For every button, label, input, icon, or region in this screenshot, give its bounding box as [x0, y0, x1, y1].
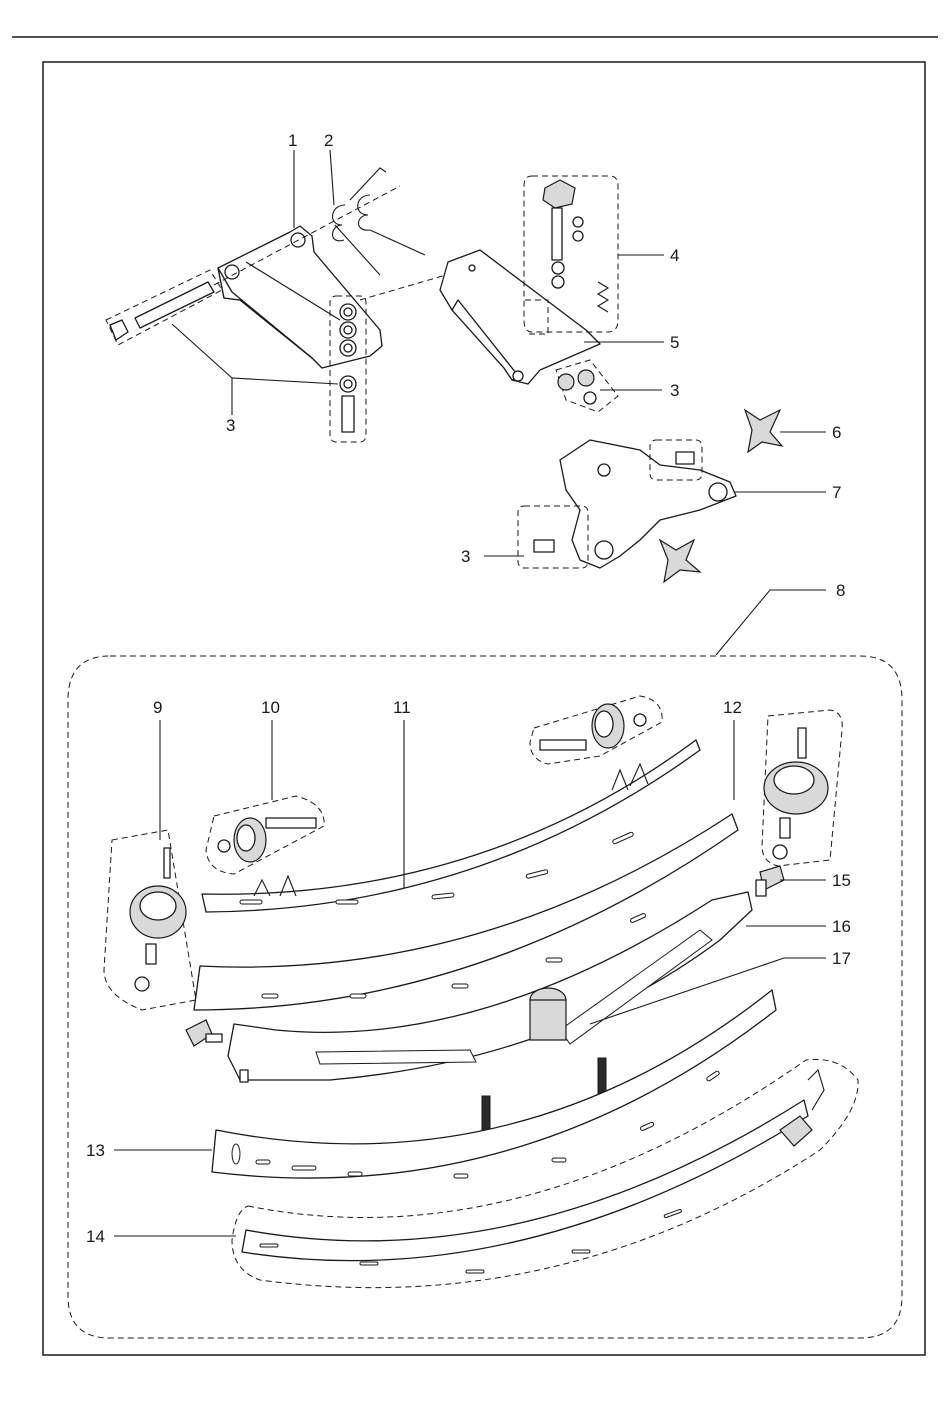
- callout-4: 4: [670, 246, 679, 265]
- callout-14: 14: [86, 1227, 105, 1246]
- callout-6: 6: [832, 423, 841, 442]
- part-7-bracket-plate: [518, 440, 736, 568]
- callout-7: 7: [832, 483, 841, 502]
- wheel-assembly-right: [762, 710, 842, 866]
- callout-17: 17: [832, 949, 851, 968]
- callout-2: 2: [324, 131, 333, 150]
- callout-13: 13: [86, 1141, 105, 1160]
- callout-3b: 3: [670, 381, 679, 400]
- part-1-hinge-bracket: [218, 226, 382, 368]
- callout-9: 9: [153, 698, 162, 717]
- part-9-wheel-assembly: [104, 830, 196, 1010]
- callout-10: 10: [261, 698, 280, 717]
- callout-15: 15: [832, 871, 851, 890]
- callout-3a: 3: [226, 416, 235, 435]
- callout-3c: 3: [461, 547, 470, 566]
- callout-8: 8: [836, 581, 845, 600]
- wheel-assembly-upper-right: [530, 696, 662, 764]
- nut-set-assembly: [556, 360, 618, 412]
- part-2-torsion-spring: [333, 168, 426, 275]
- callout-12: 12: [723, 698, 742, 717]
- callout-16: 16: [832, 917, 851, 936]
- callout-5: 5: [670, 333, 679, 352]
- part-10-wheel-assembly: [206, 796, 324, 874]
- callout-1: 1: [288, 131, 297, 150]
- callout-11: 11: [393, 698, 411, 717]
